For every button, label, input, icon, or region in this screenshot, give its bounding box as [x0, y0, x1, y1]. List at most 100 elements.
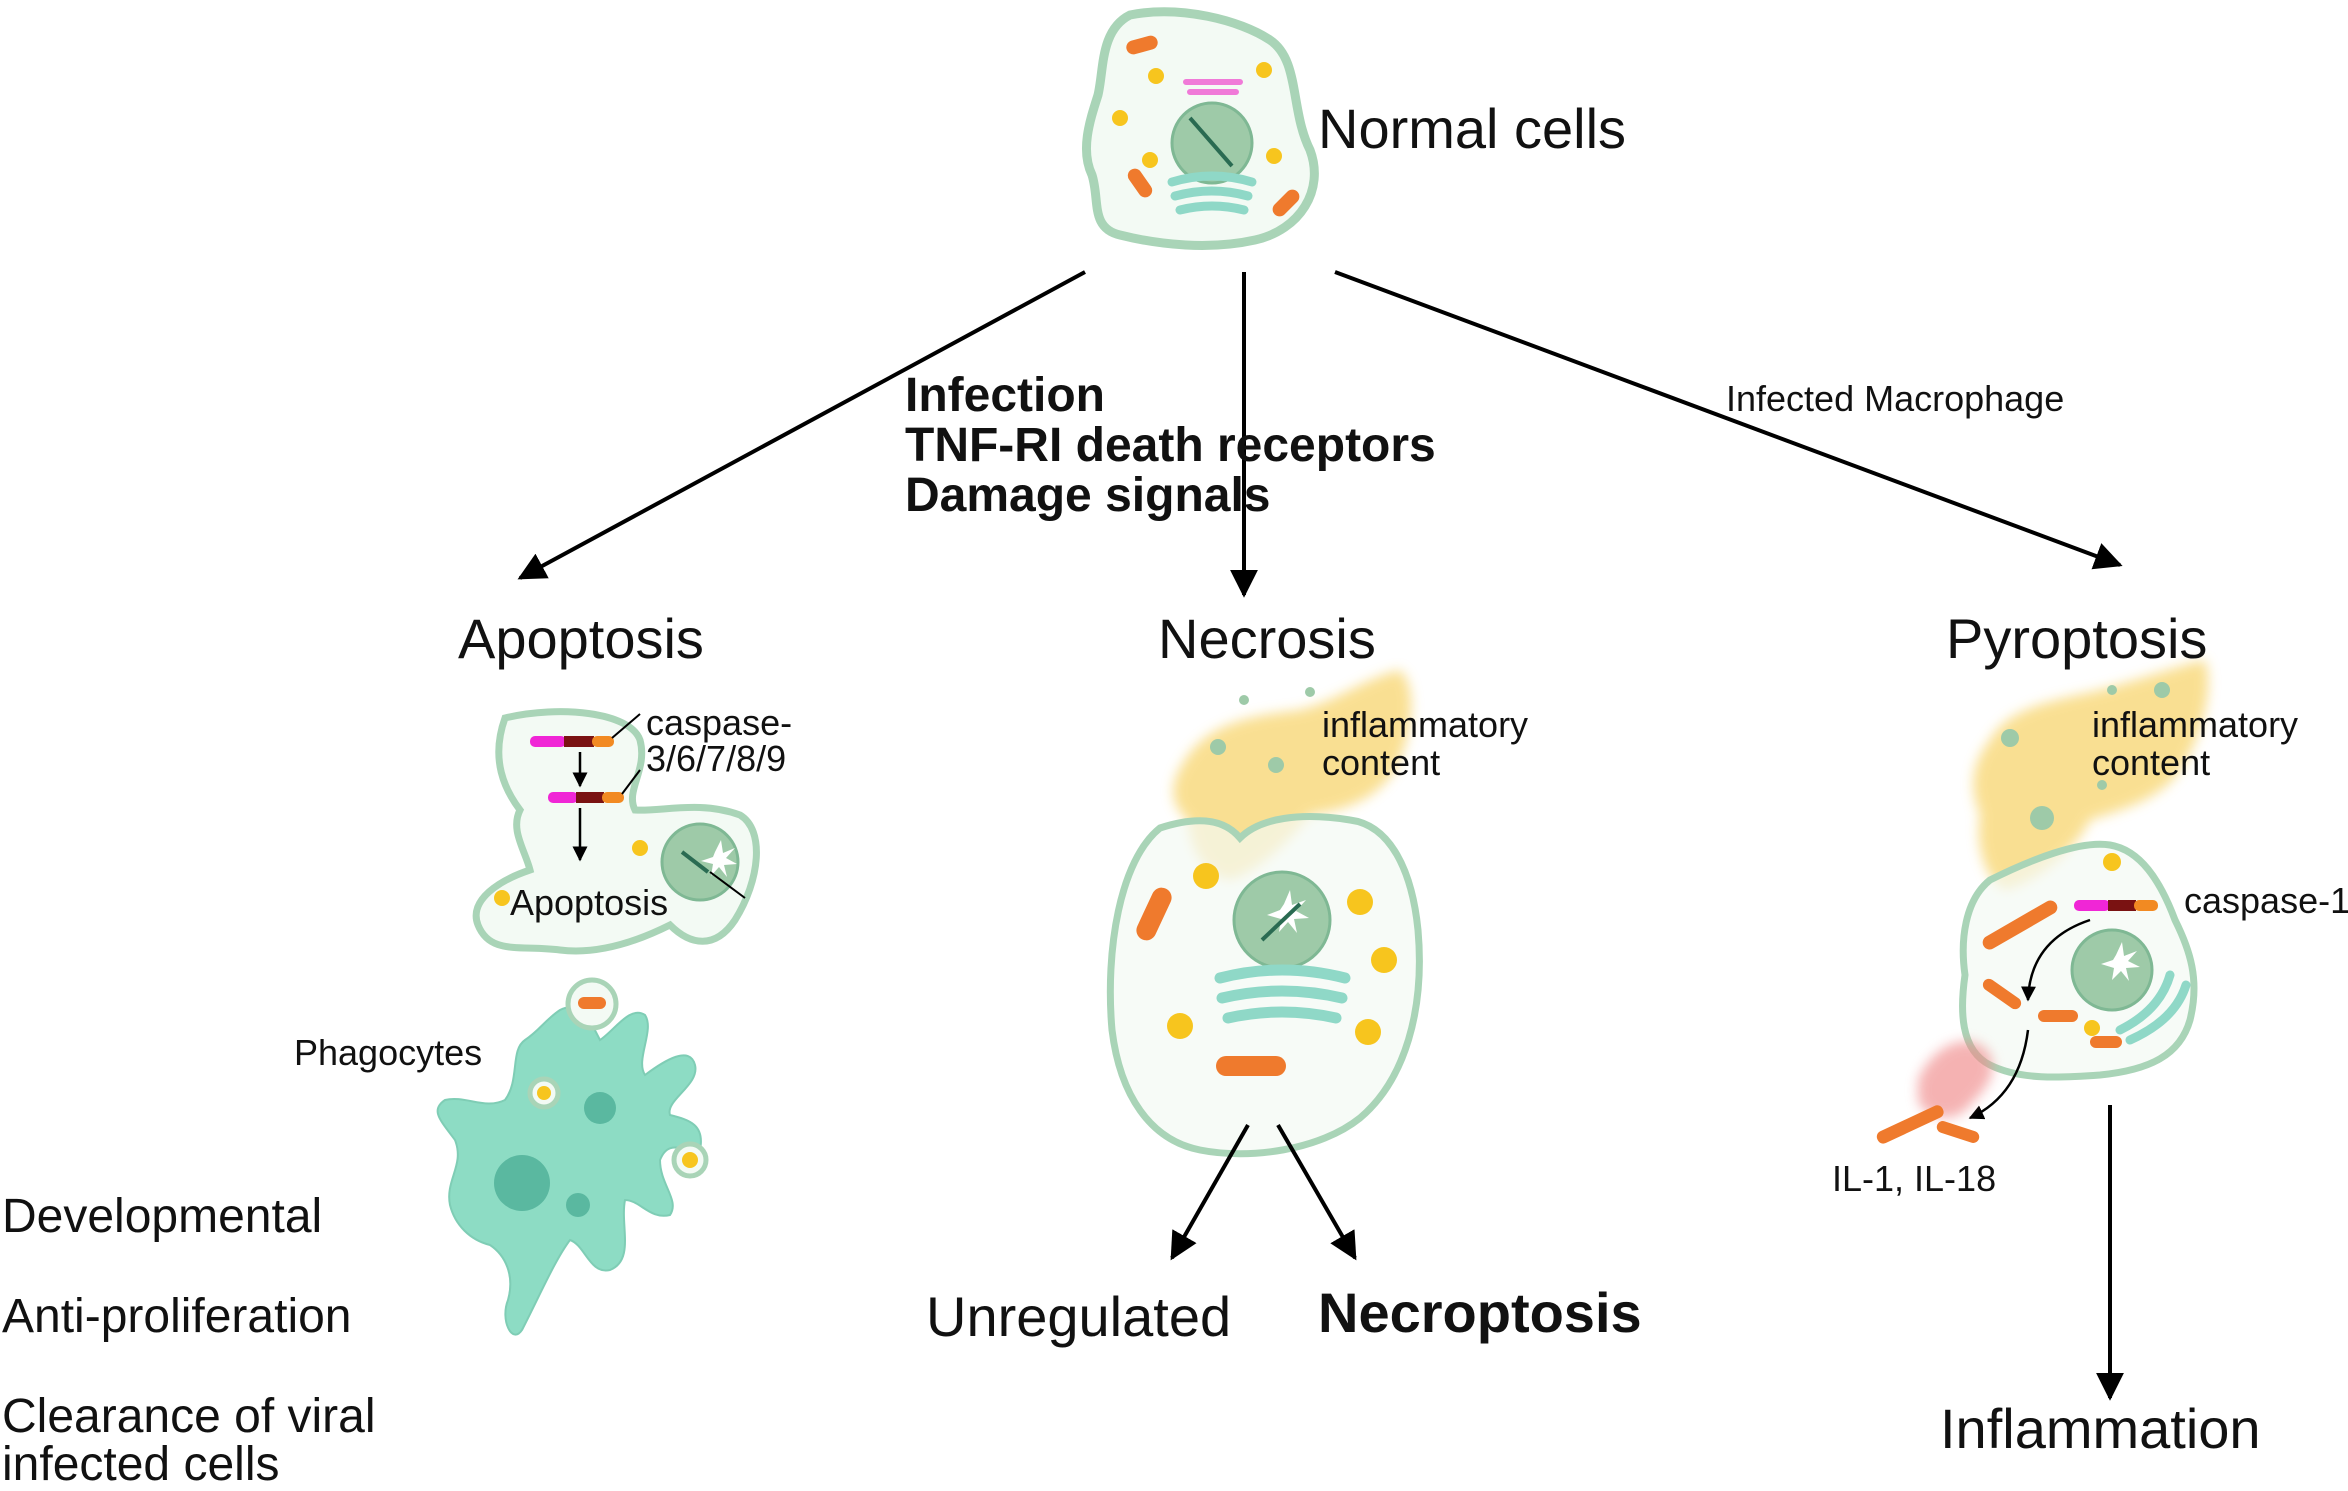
pyroptotic-nucleus	[2070, 928, 2154, 1012]
phagosome-2-vesicle	[537, 1086, 551, 1100]
necrotic-vesicle-1	[1193, 863, 1219, 889]
phagosome-1-mito	[578, 997, 606, 1009]
released-cytokine-burst	[1918, 1041, 1993, 1118]
phagocyte-vacuole-1	[494, 1155, 550, 1211]
apoptotic-chromatin	[680, 850, 710, 874]
necrotic-particle-1	[1210, 739, 1226, 755]
pro-il-1	[1982, 900, 2058, 950]
necrotic-vesicle-2	[1347, 889, 1373, 915]
normal-cells-title: Normal cells	[1318, 97, 1627, 160]
apoptotic-vesicle-2	[494, 890, 510, 906]
phagocyte-vacuole-2	[584, 1092, 616, 1124]
necrosis-content-label-2: content	[1322, 742, 1441, 783]
normal-cell-vesicle-4	[1142, 152, 1158, 168]
outcome-inflammation: Inflammation	[1940, 1397, 2261, 1460]
caspase-bar-1	[530, 736, 614, 747]
caspase-1-bar	[2074, 900, 2158, 911]
apoptotic-cell	[472, 708, 760, 955]
necrosis-title: Necrosis	[1158, 607, 1376, 670]
necrotic-mito-2	[1216, 1056, 1286, 1076]
pyroptotic-cell	[1876, 660, 2209, 1144]
cytokines-label: IL-1, IL-18	[1832, 1158, 1997, 1199]
phagocyte-vacuole-3	[566, 1193, 590, 1217]
pyroptotic-particle-3	[2154, 682, 2170, 698]
necrotic-nucleus-burst	[1267, 890, 1309, 933]
trigger-infection: Infection	[905, 369, 1105, 422]
pyroptotic-content-cloud	[1973, 660, 2209, 890]
pyroptotic-particle-4	[2107, 685, 2117, 695]
normal-cell-vesicle-3	[1112, 110, 1128, 126]
trigger-damage-signals: Damage signals	[905, 469, 1271, 522]
normal-cell-chromatin	[1188, 116, 1234, 168]
apoptosis-caspase-label-2: 3/6/7/8/9	[646, 738, 787, 779]
necrotic-vesicle-5	[1355, 1019, 1381, 1045]
role-developmental: Developmental	[2, 1190, 323, 1243]
necrotic-particle-3	[1239, 695, 1249, 705]
arrow-to-apoptosis	[517, 270, 1086, 580]
pyroptosis-content-label-1: inflammatory	[2092, 704, 2299, 745]
pyroptosis-content-label-2: content	[2092, 742, 2211, 783]
caspase-1-cleavage-arrow	[2020, 918, 2091, 1002]
necrotic-vesicle-3	[1371, 947, 1397, 973]
necrotic-particle-2	[1268, 757, 1284, 773]
necrotic-er	[1214, 964, 1351, 1024]
outcome-necroptosis: Necroptosis	[1318, 1281, 1642, 1344]
pyroptosis-title: Pyroptosis	[1946, 607, 2208, 670]
released-il-18	[1936, 1121, 1980, 1143]
phagocyte-body	[436, 1006, 702, 1336]
pyroptotic-particle-5	[2097, 780, 2107, 790]
infected-macrophage-label: Infected Macrophage	[1726, 378, 2065, 419]
pyroptotic-er	[2115, 970, 2191, 1045]
normal-cell-er	[1167, 171, 1257, 215]
pro-il-18	[1982, 978, 2022, 1010]
phagocyte	[436, 977, 709, 1336]
normal-cell-mito-3	[1272, 189, 1300, 217]
normal-cell-golgi	[1183, 79, 1243, 95]
normal-cell-mito-1	[1126, 35, 1158, 55]
release-arrow	[1968, 1029, 2030, 1120]
outcome-unregulated: Unregulated	[926, 1285, 1232, 1348]
necrotic-mito-1	[1136, 887, 1172, 941]
trigger-tnf-receptors: TNF-RI death receptors	[905, 419, 1436, 472]
normal-cell-vesicle-1	[1148, 68, 1164, 84]
apoptosis-title: Apoptosis	[458, 607, 704, 670]
pyroptotic-mito	[2090, 1036, 2122, 1048]
phagocytes-label: Phagocytes	[294, 1032, 483, 1073]
normal-cell-vesicle-5	[1266, 148, 1282, 164]
cleaved-il-fragment	[2038, 1010, 2078, 1022]
caspase-pointer-1	[611, 713, 641, 739]
necrotic-vesicle-4	[1167, 1013, 1193, 1039]
apoptosis-caspase-label-1: caspase-	[646, 702, 793, 743]
pyroptotic-nucleus-burst	[2101, 942, 2140, 981]
role-clearance-line-1: Clearance of viral	[2, 1390, 376, 1443]
normal-cell-vesicle-2	[1256, 62, 1272, 78]
normal-cell	[1081, 7, 1319, 250]
necrotic-cell	[1106, 670, 1423, 1158]
apoptotic-nucleus	[660, 822, 740, 902]
apoptotic-cell-label: Apoptosis	[510, 882, 669, 923]
pyroptotic-particle-1	[2001, 729, 2019, 747]
pyroptotic-vesicle-1	[2103, 853, 2121, 871]
released-il-1	[1876, 1105, 1944, 1144]
phagosome-3-vesicle	[682, 1152, 698, 1168]
caspase-bar-2	[548, 792, 624, 803]
arrow-to-pyroptosis	[1334, 270, 2123, 570]
arrow-to-necroptosis	[1276, 1123, 1357, 1261]
normal-cell-mito-2	[1127, 168, 1153, 198]
apoptotic-nucleus-burst	[701, 840, 737, 877]
apoptotic-nucleus-pointer	[709, 871, 746, 899]
apoptotic-vesicle-1	[632, 840, 648, 856]
caspase-1-label: caspase-1	[2184, 880, 2348, 921]
pyroptotic-particle-2	[2030, 806, 2054, 830]
necrotic-particle-4	[1305, 687, 1315, 697]
role-anti-proliferation: Anti-proliferation	[2, 1290, 352, 1343]
necrosis-content-label-1: inflammatory	[1322, 704, 1529, 745]
necrotic-cell-membrane	[1106, 813, 1423, 1158]
pyroptotic-vesicle-2	[2084, 1020, 2100, 1036]
necrotic-chromatin	[1260, 902, 1302, 942]
caspase-pointer-2	[621, 769, 641, 795]
role-clearance-line-2: infected cells	[2, 1438, 280, 1491]
arrow-to-unregulated	[1170, 1124, 1250, 1261]
